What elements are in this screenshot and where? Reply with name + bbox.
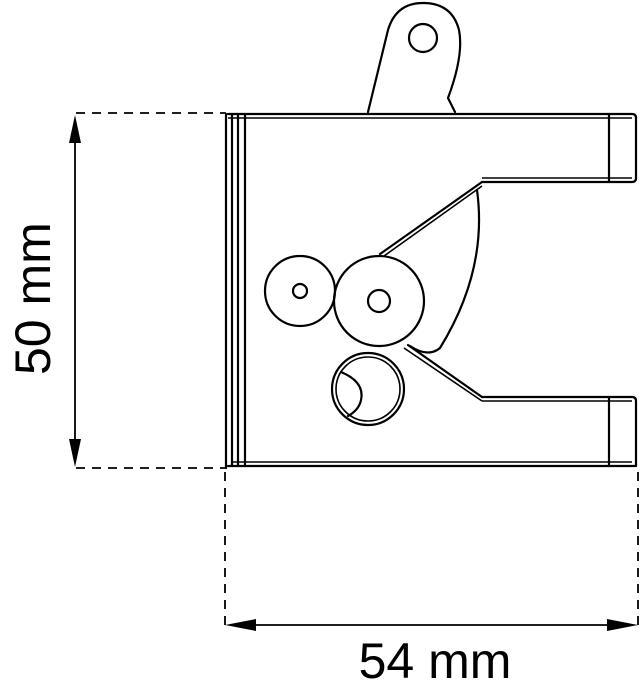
mounting-tab — [366, 1, 462, 114]
pivot-right — [332, 254, 426, 348]
height-label: 50 mm — [5, 222, 61, 375]
width-label: 54 mm — [359, 633, 512, 689]
rotating-claw — [408, 188, 481, 354]
jaw-opening — [378, 180, 484, 402]
pivot-left — [263, 254, 337, 328]
height-dimension: 50 mm — [5, 112, 226, 469]
width-dimension: 54 mm — [224, 472, 639, 689]
body-plate — [224, 112, 638, 470]
lock-cylinder — [330, 351, 406, 427]
